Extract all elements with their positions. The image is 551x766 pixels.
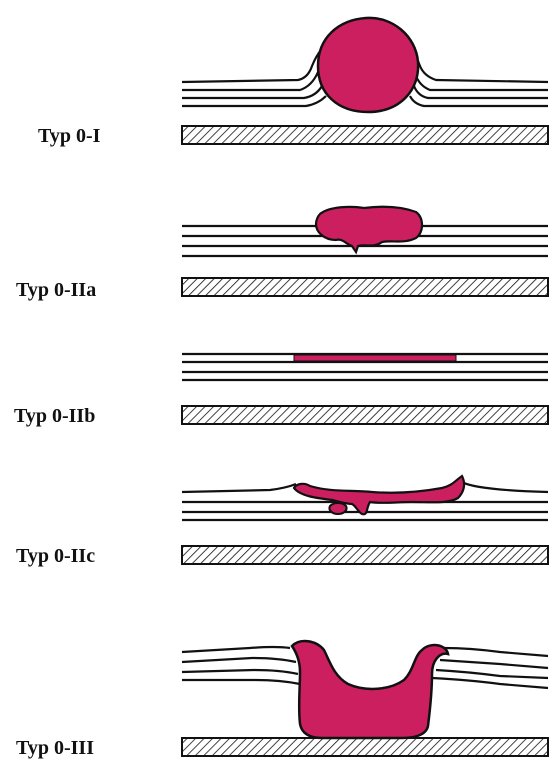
mucosa-layers xyxy=(182,647,548,688)
type-label-0-i: Typ 0-I xyxy=(38,124,188,148)
muscularis-hatched xyxy=(182,546,548,564)
type-label-0-iii: Typ 0-III xyxy=(16,736,166,760)
panel-type-0-iic xyxy=(182,476,548,564)
lesion-slightly-depressed xyxy=(294,476,464,514)
muscularis-hatched xyxy=(182,278,548,296)
type-label-0-iic: Typ 0-IIc xyxy=(16,544,166,568)
panel-type-0-iii xyxy=(182,641,548,756)
muscularis-hatched xyxy=(182,126,548,144)
panel-type-0-i xyxy=(182,18,548,144)
lesion-excavated xyxy=(292,641,448,738)
muscularis-hatched xyxy=(182,738,548,756)
type-label-0-iib: Typ 0-IIb xyxy=(14,404,164,428)
muscularis-hatched xyxy=(182,406,548,424)
panel-type-0-iib xyxy=(182,354,548,424)
lesion-flat xyxy=(294,355,456,361)
type-label-0-iia: Typ 0-IIa xyxy=(16,278,166,302)
lesion-protruded xyxy=(318,18,418,112)
panel-type-0-iia xyxy=(182,207,548,296)
lesion-fragment xyxy=(329,503,346,514)
